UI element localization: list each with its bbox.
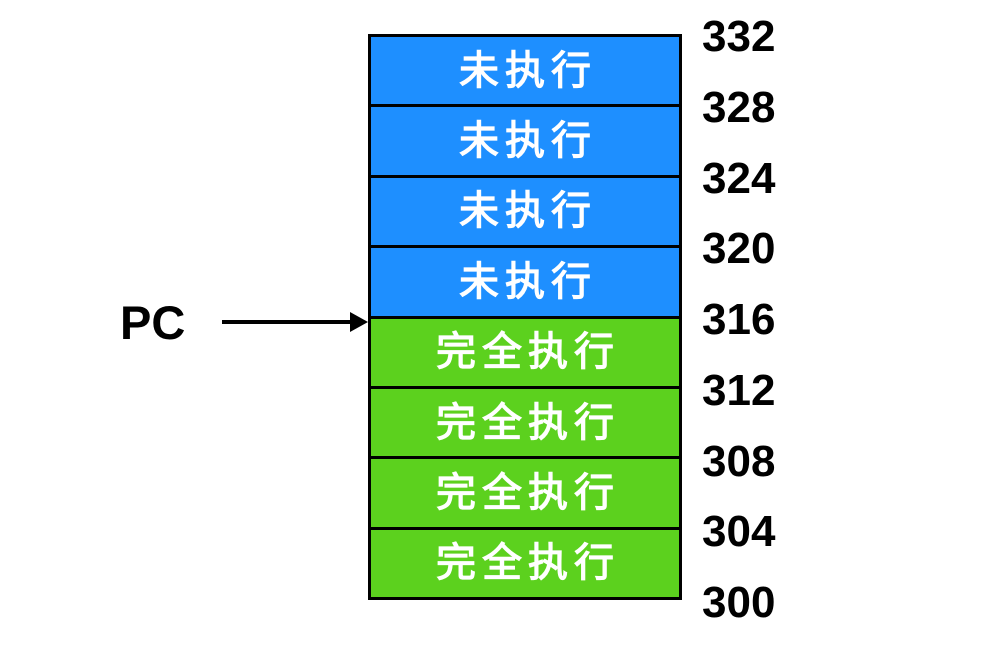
address-label: 332 — [702, 12, 776, 61]
memory-cell-label: 未执行 — [459, 48, 597, 93]
memory-cell-label: 完全执行 — [436, 470, 620, 515]
arrow-right-icon — [350, 312, 368, 332]
memory-cell: 未执行 — [371, 248, 679, 319]
memory-cell-label: 未执行 — [459, 189, 597, 234]
address-label: 304 — [702, 507, 776, 557]
memory-cell-label: 完全执行 — [436, 541, 620, 586]
memory-cell: 未执行 — [371, 37, 679, 108]
address-label: 312 — [702, 365, 776, 415]
memory-cell-label: 完全执行 — [436, 330, 620, 375]
memory-cell: 未执行 — [371, 177, 679, 249]
pc-arrow — [222, 320, 354, 324]
memory-column: 未执行未执行未执行未执行完全执行完全执行完全执行完全执行 — [368, 34, 682, 600]
memory-cell-label: 未执行 — [459, 119, 597, 164]
memory-cell-label: 未执行 — [459, 259, 597, 304]
memory-cell-label: 完全执行 — [436, 400, 620, 445]
memory-cell: 完全执行 — [371, 318, 679, 389]
address-label: 324 — [702, 153, 776, 203]
address-column: 332 328 324 320 316 312 308 304 300 — [702, 15, 832, 625]
memory-cell: 完全执行 — [371, 388, 679, 460]
address-label: 328 — [702, 82, 776, 132]
address-label: 308 — [702, 436, 776, 486]
memory-cell: 未执行 — [371, 107, 679, 178]
pc-label: PC — [120, 296, 186, 349]
address-label: 300 — [702, 578, 776, 627]
memory-cell: 完全执行 — [371, 529, 679, 597]
memory-cell: 完全执行 — [371, 459, 679, 530]
address-label: 316 — [702, 295, 776, 344]
address-label: 320 — [702, 224, 776, 274]
